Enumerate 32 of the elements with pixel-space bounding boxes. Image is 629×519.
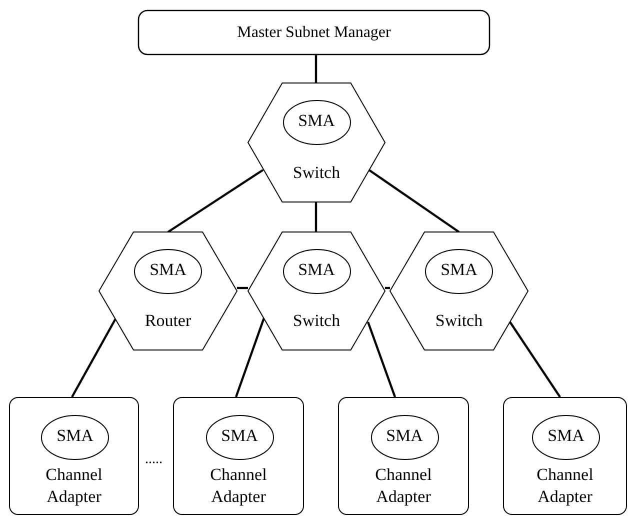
node-label: Switch	[292, 162, 342, 184]
node-label: Router	[144, 310, 192, 332]
sma-label: SMA	[56, 425, 94, 447]
connector-line	[237, 286, 248, 290]
connector-line	[385, 286, 390, 290]
manager-label: Master Subnet Manager	[236, 24, 392, 42]
adapter-box	[173, 397, 304, 515]
adapter-box	[338, 397, 469, 515]
connector-line	[509, 321, 561, 398]
node-label: Channel Adapter	[536, 464, 594, 508]
ellipsis-label: .....	[145, 452, 162, 468]
node-label: Channel Adapter	[44, 464, 104, 508]
sma-label: SMA	[148, 259, 188, 281]
sma-label: SMA	[385, 425, 424, 447]
connector-line	[366, 322, 396, 398]
connector-line	[167, 169, 264, 233]
connector-line	[368, 169, 460, 233]
sma-label: SMA	[297, 110, 336, 132]
node-label: Switch	[434, 310, 484, 332]
sma-label: SMA	[440, 259, 478, 281]
node-label: Channel Adapter	[374, 464, 433, 508]
connector-line	[234, 318, 266, 398]
adapter-box	[503, 397, 627, 515]
node-label: Switch	[292, 310, 342, 332]
connector-line	[314, 55, 318, 83]
connector-line	[314, 202, 318, 232]
connector-line	[71, 317, 117, 398]
adapter-box	[9, 397, 139, 515]
sma-label: SMA	[546, 425, 586, 447]
sma-label: SMA	[220, 425, 259, 447]
node-label: Channel Adapter	[209, 464, 268, 508]
sma-label: SMA	[297, 259, 336, 281]
